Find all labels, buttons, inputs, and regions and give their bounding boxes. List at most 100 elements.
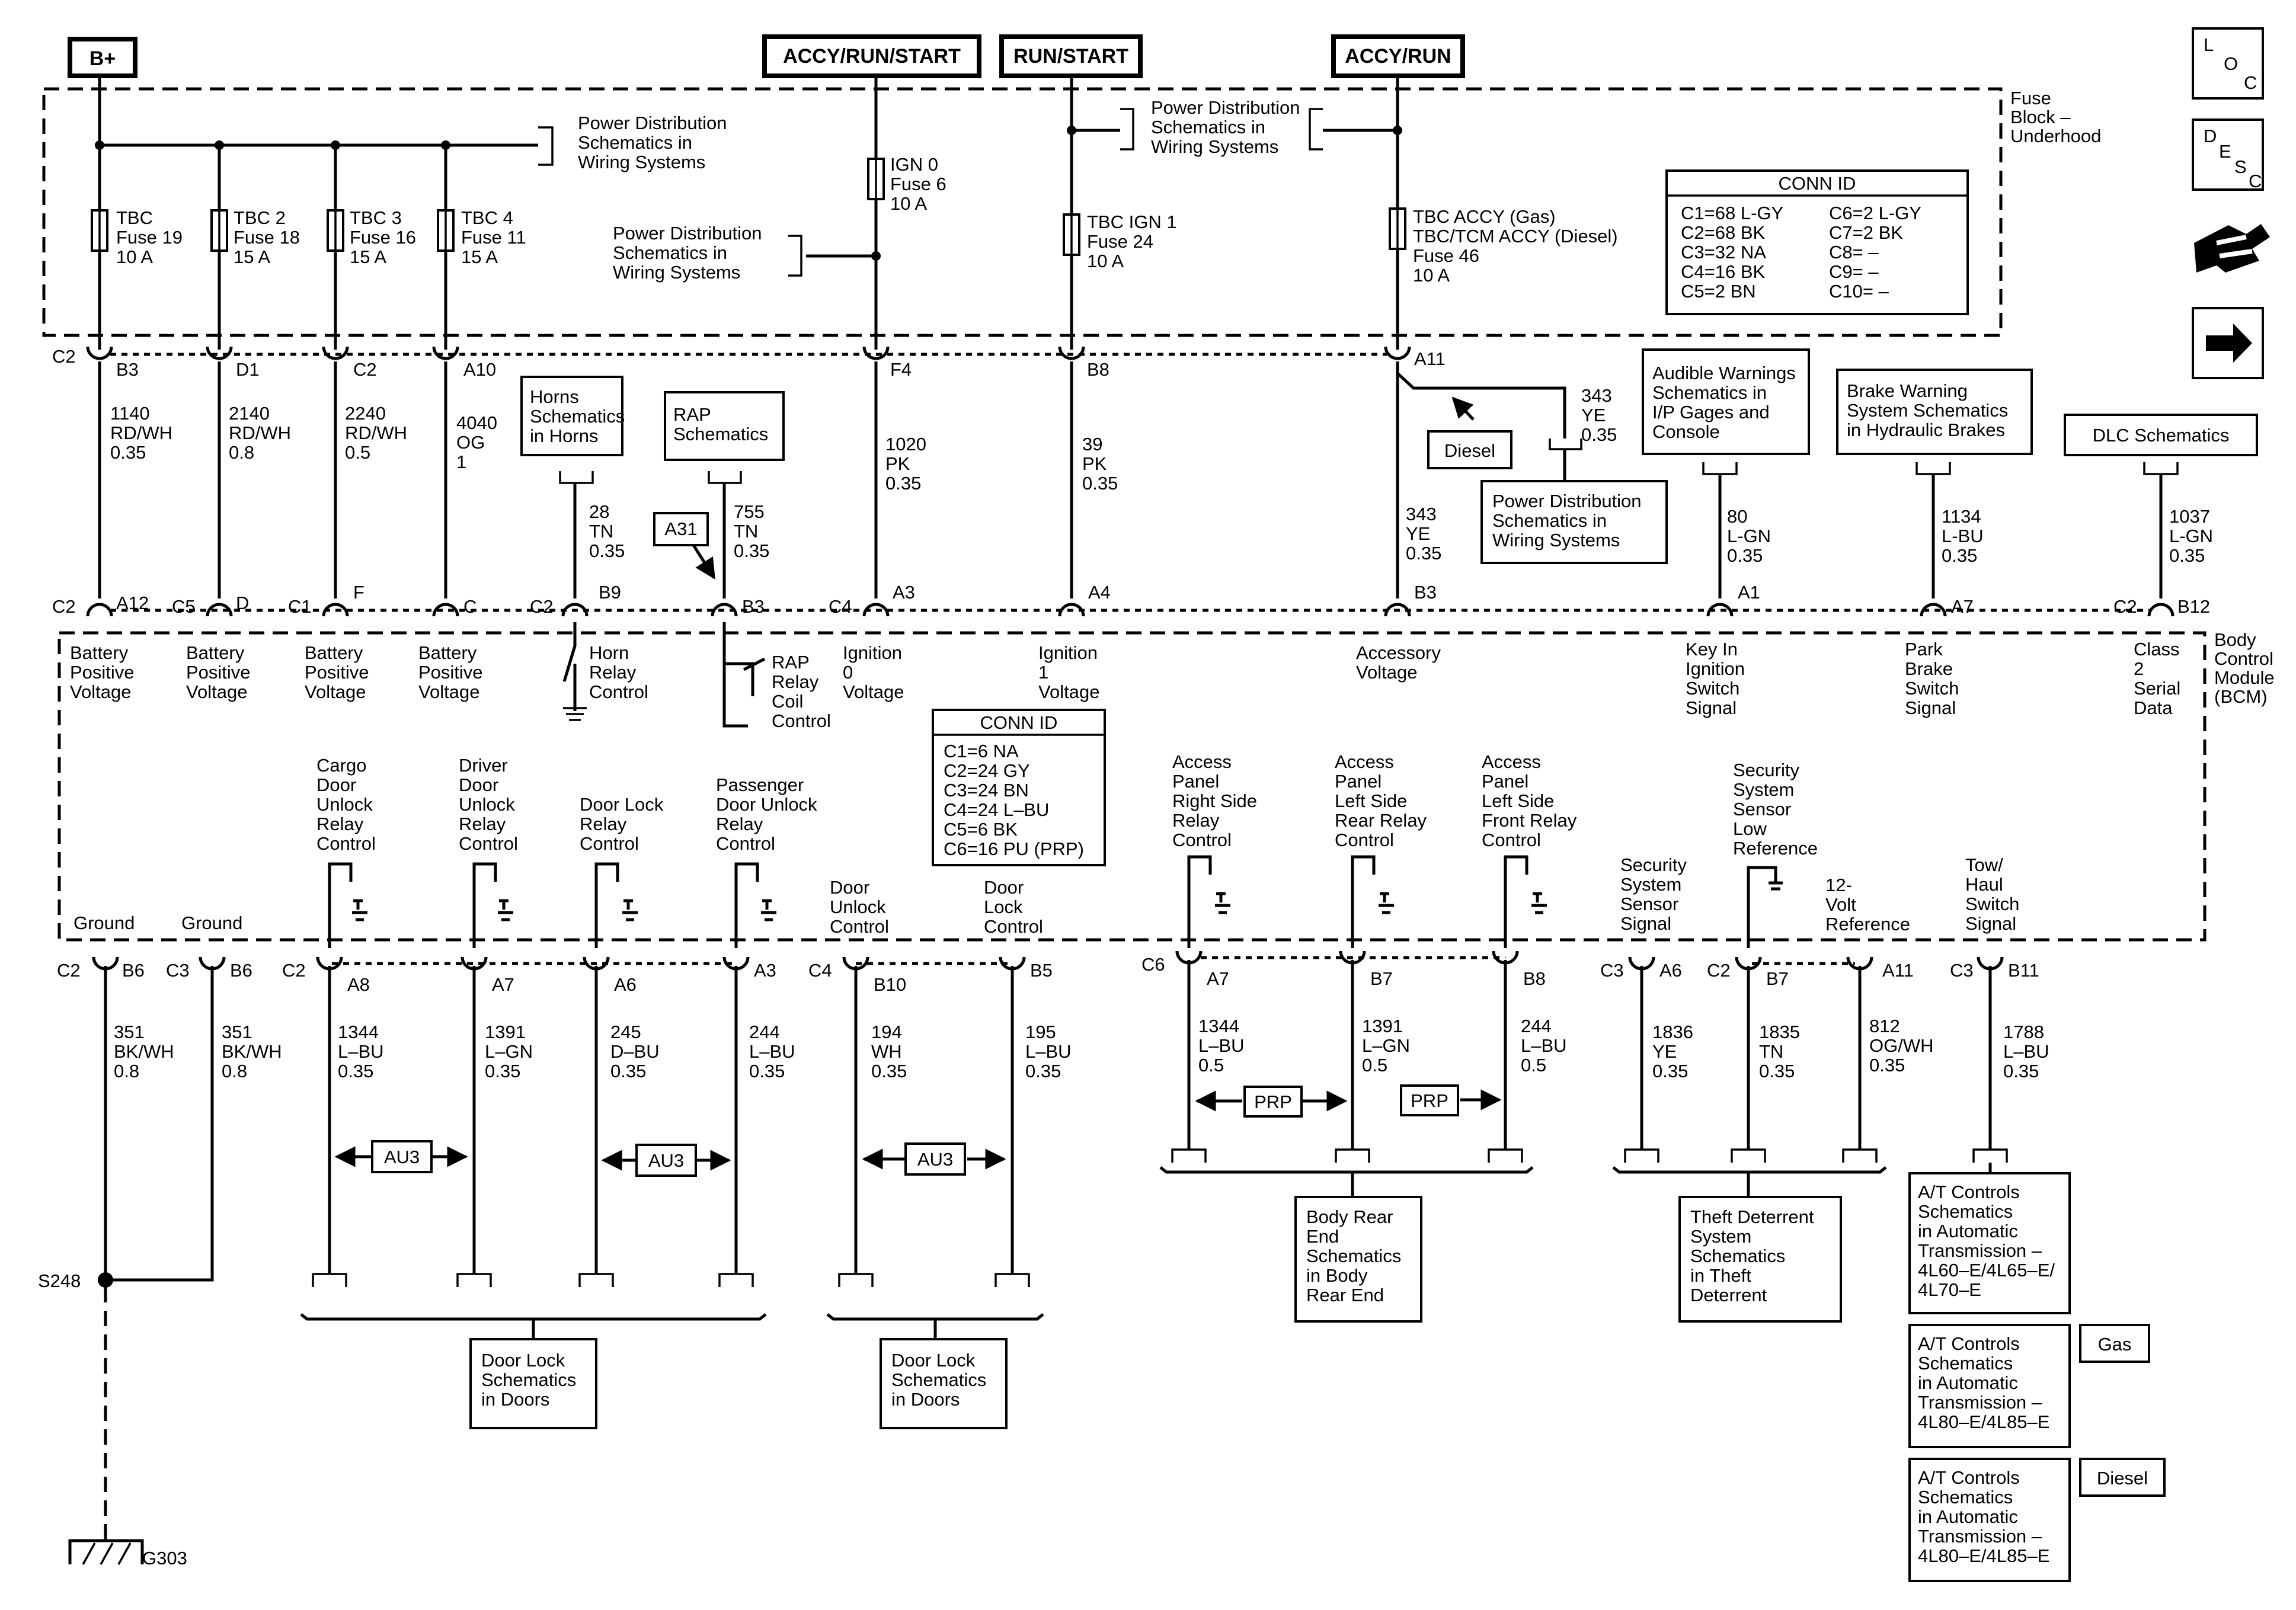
diagram-label: Door Lock (481, 1350, 565, 1371)
fuse-46-number: Fuse 46 (1413, 245, 1479, 266)
fuse-16-name: TBC 3 (350, 207, 402, 228)
diagram-label: OG/WH (1869, 1035, 1934, 1056)
diagram-label: Battery (186, 642, 245, 663)
option-prp-2: PRP (1411, 1090, 1448, 1111)
fuse-11-name: TBC 4 (461, 207, 513, 228)
diagram-label: Door Unlock (716, 794, 817, 815)
wire-343-size: 0.35 (1406, 543, 1441, 564)
bcm-conn-id-table: CONN ID C1=6 NA C2=24 GY C3=24 BN C4=24 … (932, 709, 1106, 866)
wire-343-circuit: 343 (1406, 504, 1437, 524)
fuse-24-number: Fuse 24 (1087, 231, 1153, 252)
bcm-top-connectors: C2 A12 C5 D C1 F C C2 B9 B3 C4 A3 A4 B3 … (52, 582, 2210, 617)
diagram-label: in Doors (891, 1389, 960, 1410)
diagram-label: Relay (772, 671, 819, 692)
diagram-label: Control (580, 833, 639, 854)
diagram-label: Battery (70, 642, 129, 663)
fuse-19-number: Fuse 19 (116, 227, 183, 248)
wire-1134-color: L-BU (1942, 526, 1984, 546)
diagram-label: 4L60–E/4L65–E/ (1918, 1260, 2055, 1281)
diagram-label: A/T Controls (1918, 1182, 2020, 1202)
next-arrow-icon[interactable] (2192, 307, 2264, 379)
bcm-bottom-functions: Ground Ground Cargo Door Unlock Relay Co… (73, 751, 2019, 937)
power-dist-ref-2: Schematics in (1492, 510, 1607, 531)
fuse-18-name: TBC 2 (234, 207, 286, 228)
diagram-label: 0.35 (1869, 1055, 1905, 1076)
diagram-label: A7 (1207, 968, 1229, 989)
conn-id-c2: C2=68 BK (1681, 222, 1766, 243)
diagram-label: Relay (716, 814, 763, 834)
diagram-label: A3 (754, 960, 776, 981)
diagram-label: Switch (1686, 678, 1739, 699)
diagram-label: YE (1652, 1041, 1677, 1062)
horns-ref-2: Schematics (530, 406, 625, 427)
fuse-16-number: Fuse 16 (350, 227, 416, 248)
wire-2140-size: 0.8 (229, 442, 254, 463)
bcm-conn-c2-c: C2 (2113, 596, 2137, 617)
rap-ref-1: RAP (673, 404, 711, 425)
diagram-label: BK/WH (114, 1041, 174, 1062)
wire-39-size: 0.35 (1082, 473, 1118, 494)
diagram-label: Panel (1335, 771, 1382, 792)
power-source-run-start: RUN/START (1013, 45, 1128, 68)
fuse-46-name-gas: TBC ACCY (Gas) (1413, 206, 1556, 227)
bcm-pin-b9: B9 (599, 582, 621, 603)
dlc-ref: DLC Schematics (2093, 425, 2230, 446)
fuse-6-rating: 10 A (890, 193, 927, 214)
diagram-label: Signal (1905, 697, 1956, 718)
location-icon[interactable]: L O C (2192, 27, 2264, 100)
description-icon[interactable]: D E S C (2192, 119, 2264, 191)
bcm-label-1: Body (2214, 629, 2256, 650)
diagram-label: in Automatic (1918, 1372, 2018, 1393)
bcm-conn-c5: C5 (172, 596, 196, 617)
wire-1037-color: L-GN (2169, 526, 2213, 546)
diagram-label: Schematics (1918, 1201, 2013, 1222)
diagram-label: 1344 (1198, 1016, 1239, 1036)
diagram-label: 1836 (1652, 1022, 1693, 1042)
wire-4040-circuit: 4040 (456, 412, 497, 433)
diagram-label: Voltage (70, 681, 131, 702)
diagram-label: Sensor (1620, 894, 1678, 914)
diagram-label: 1344 (338, 1022, 379, 1042)
bcm-pin-a1: A1 (1738, 582, 1760, 603)
diagram-label: Access (1482, 751, 1541, 772)
diagram-label: E (2219, 141, 2231, 162)
power-dist-ref-1: Power Distribution (1492, 491, 1642, 511)
diagram-label: C (2244, 72, 2257, 93)
diagram-label: Accessory (1356, 642, 1441, 663)
bcm-pin-a3: A3 (893, 582, 915, 603)
power-ref-1-line-2: Schematics in (578, 132, 692, 153)
diagram-label: Deterrent (1690, 1285, 1767, 1305)
conn-id-c7: C7=2 BK (1829, 222, 1903, 243)
diagram-label: Body Rear (1306, 1206, 1393, 1227)
fb-pin-a10: A10 (463, 359, 496, 380)
diagram-label: Passenger (716, 774, 804, 795)
diesel-label: Diesel (1444, 440, 1495, 461)
diagram-label: 0 (843, 662, 853, 683)
wire-2140-color: RD/WH (229, 422, 291, 443)
diagram-label: Schematics (481, 1369, 576, 1390)
wire-1140-circuit: 1140 (110, 403, 150, 424)
diagram-label: 1391 (1362, 1016, 1403, 1036)
diagram-label: BK/WH (222, 1041, 282, 1062)
brake-ref-1: Brake Warning (1847, 380, 1968, 401)
fuse-block: Fuse Block – Underhood Power Distributio… (42, 76, 2101, 350)
wrench-connector-icon[interactable] (2194, 224, 2270, 273)
diagram-label: Control (984, 916, 1043, 937)
wire-4040-size: 1 (456, 452, 466, 472)
wire-1020-color: PK (885, 453, 910, 474)
power-source-accy-run: ACCY/RUN (1345, 45, 1451, 68)
diagram-label: Schematics (1690, 1246, 1785, 1266)
diagram-label: Class (2134, 639, 2180, 660)
diagram-label: A6 (614, 974, 637, 995)
wire-2240-color: RD/WH (345, 422, 407, 443)
diagram-label: Door (316, 774, 356, 795)
diagram-label: 0.5 (1198, 1055, 1224, 1076)
diagram-label: C3 (1950, 960, 1974, 981)
bcm-top-functions: Battery Positive Voltage Battery Positiv… (70, 639, 2180, 731)
diagram-label: Transmission – (1918, 1392, 2042, 1413)
wire-1134-size: 0.35 (1942, 545, 1977, 566)
diagram-label: Positive (305, 662, 369, 683)
nav-icons[interactable]: L O C D E S C (2192, 27, 2270, 379)
diagram-label: Unlock (316, 794, 373, 815)
conn-id-c1: C1=68 L-GY (1681, 203, 1783, 223)
